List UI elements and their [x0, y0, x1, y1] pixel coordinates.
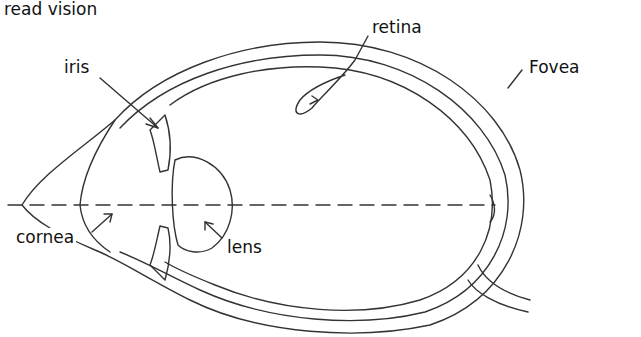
title-fragment: read vision: [2, 0, 99, 19]
part-label: cornea: [14, 228, 76, 247]
part-label: Fovea: [527, 58, 582, 77]
part-label: retina: [370, 18, 424, 37]
part-label: iris: [62, 58, 91, 77]
part-label: lens: [225, 238, 264, 257]
